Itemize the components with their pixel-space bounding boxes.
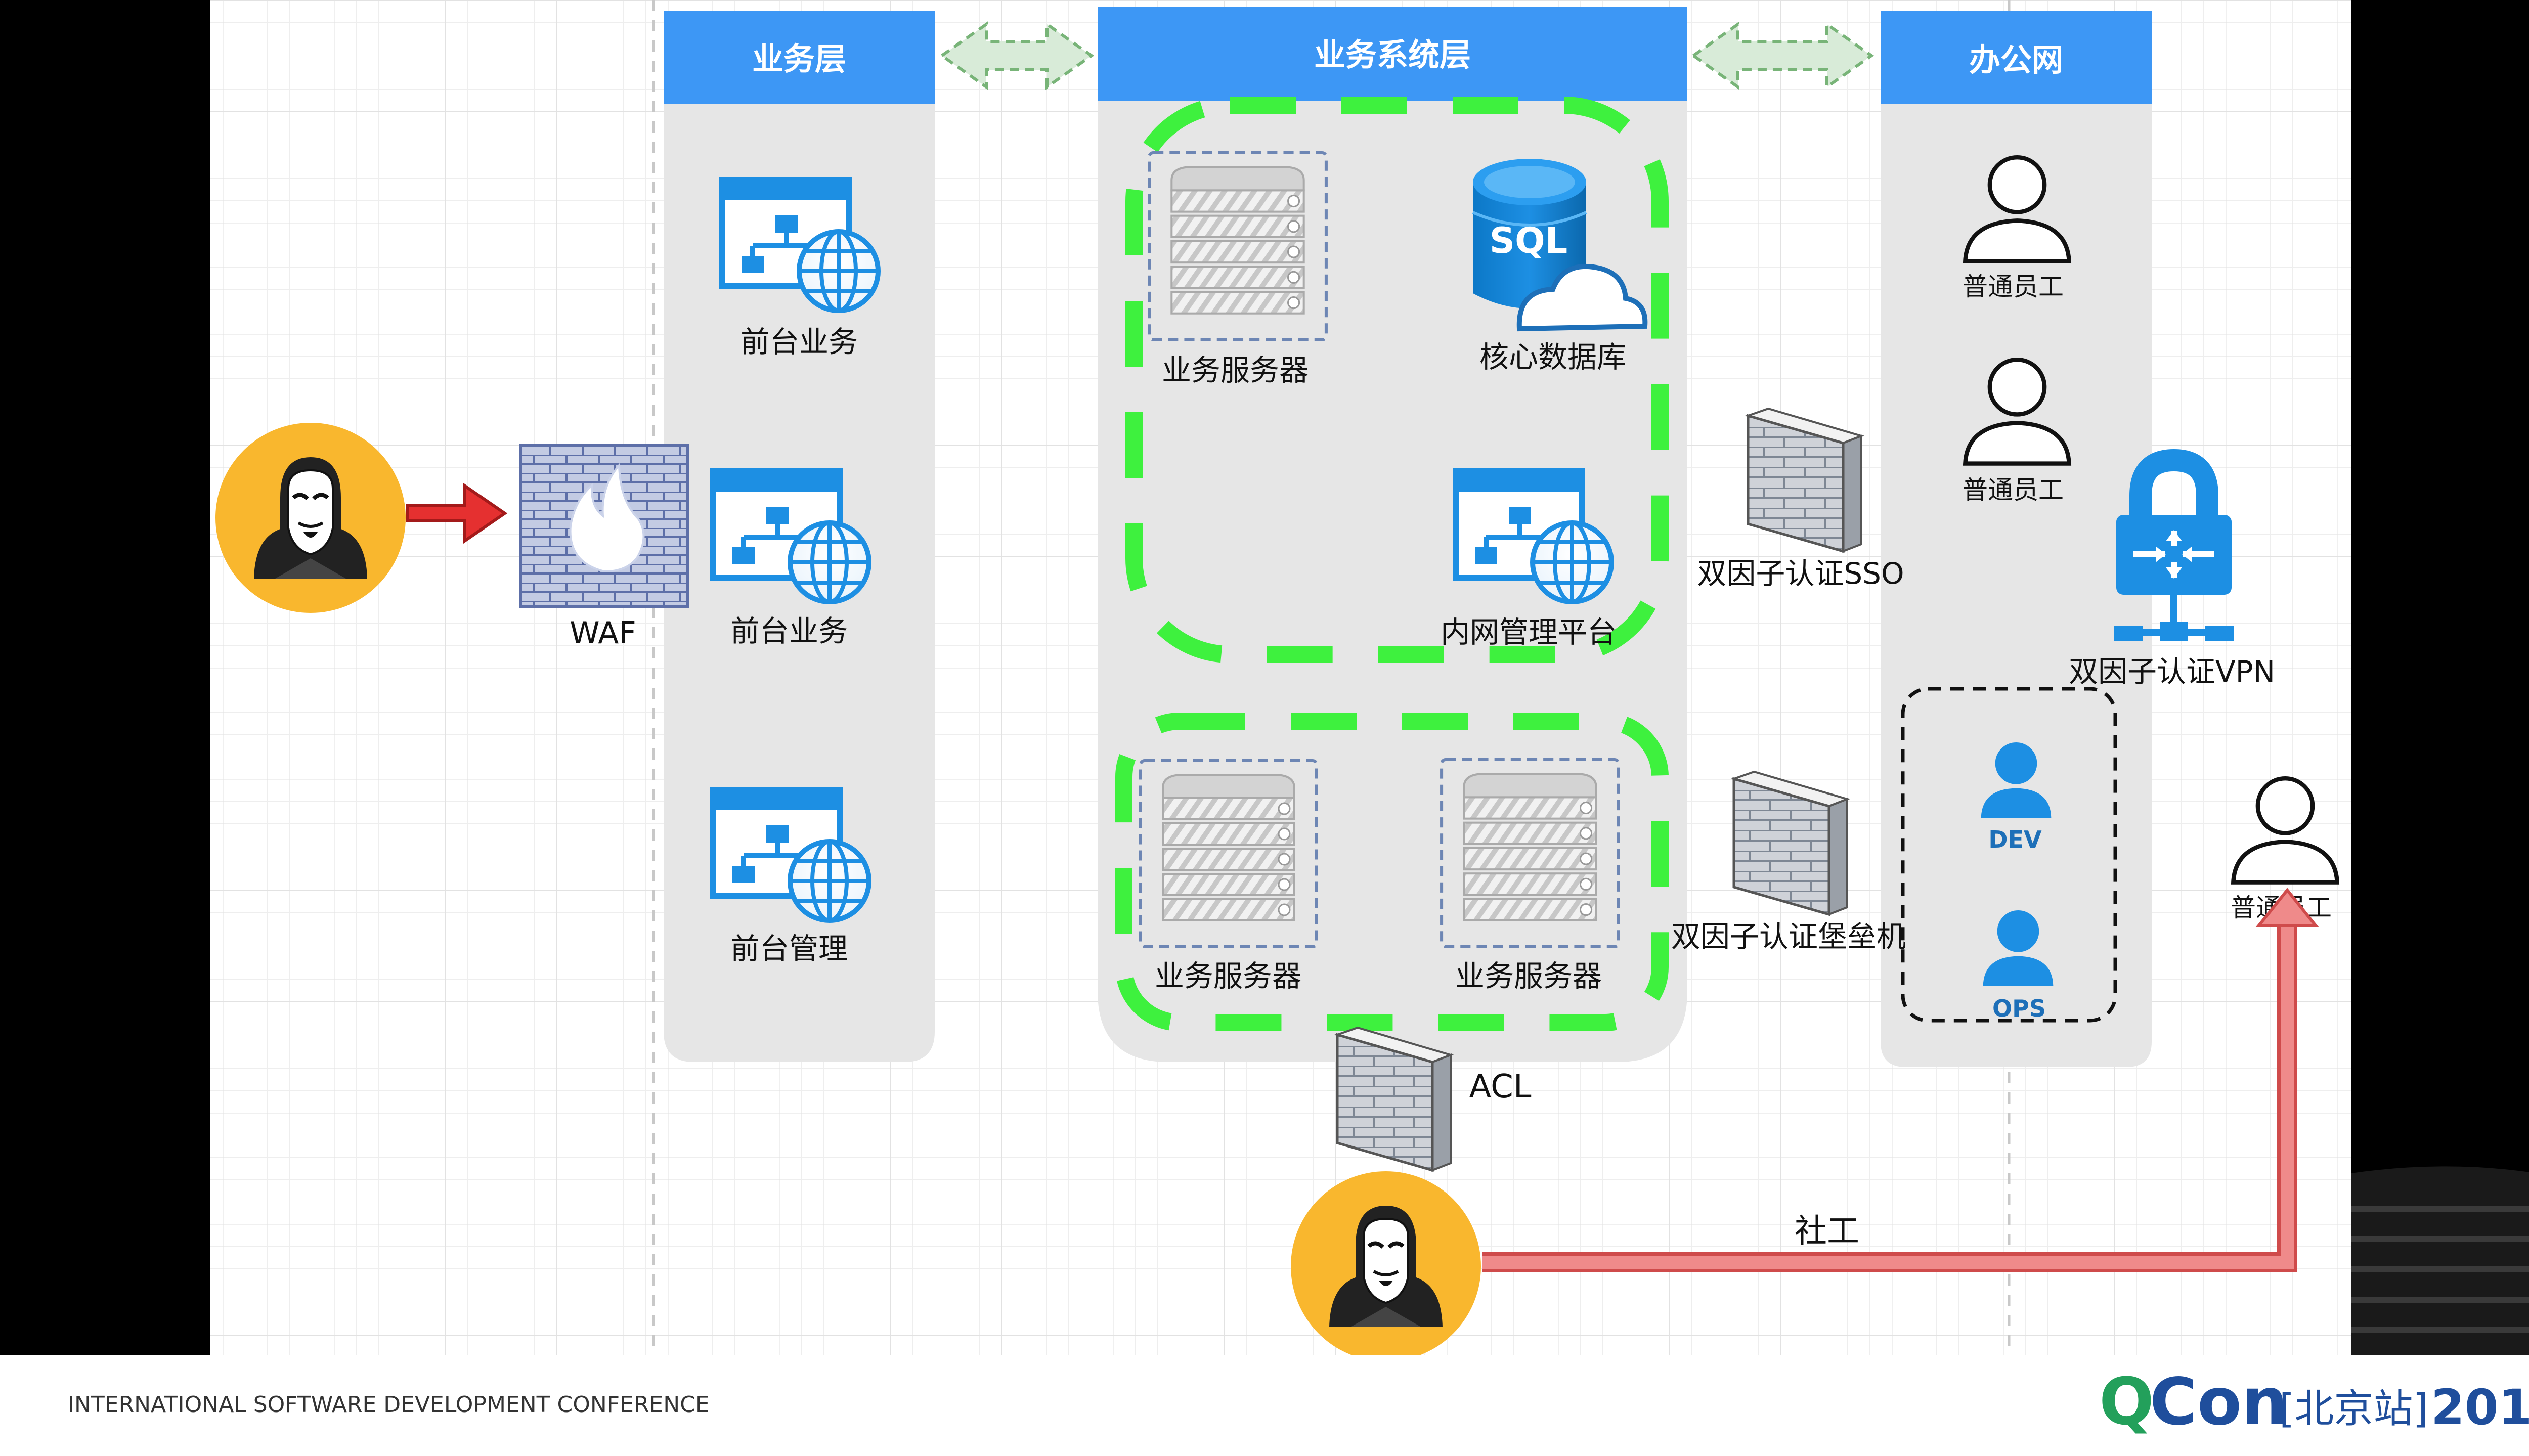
attack-arrow-to-waf (406, 482, 508, 544)
office-network-zone: 办公网 (1881, 11, 2152, 1067)
link-arrow-business-system (939, 21, 1095, 90)
server-group-highlight (1115, 713, 1669, 1031)
dev-label[interactable]: DEV (1988, 826, 2042, 853)
logo-year: 2017 (2431, 1379, 2529, 1436)
left-black-panel (0, 0, 210, 1355)
vpn-label[interactable]: 双因子认证VPN (2069, 654, 2275, 689)
conference-name: INTERNATIONAL SOFTWARE DEVELOPMENT CONFE… (68, 1392, 710, 1418)
server-rack-icon (1442, 760, 1619, 947)
core-systems-highlight (1125, 97, 1669, 663)
server-label-bottom-left[interactable]: 业务服务器 (1155, 959, 1301, 993)
business-layer-header (664, 11, 935, 104)
sso-label[interactable]: 双因子认证SSO (1697, 556, 1904, 591)
system-layer-header (1098, 7, 1687, 101)
sql-badge: SQL (1490, 220, 1568, 261)
server-label-top[interactable]: 业务服务器 (1162, 353, 1309, 387)
firewall-fire-icon (519, 444, 689, 608)
logo-q: Q (2099, 1364, 2154, 1440)
firewall-icon (1734, 772, 1847, 914)
logo-city: [北京站] (2279, 1386, 2428, 1432)
dev-ops-group (1901, 687, 2117, 1023)
employee-label-2[interactable]: 普通员工 (1963, 475, 2064, 505)
qcon-logo: Q Con [北京站] 2017 (2099, 1364, 2529, 1440)
frontend-management-label[interactable]: 前台管理 (730, 932, 848, 966)
firewall-icon (1748, 409, 1861, 551)
link-arrow-system-office (1690, 21, 1874, 90)
attacker-icon (215, 423, 406, 613)
business-layer-title: 业务层 (752, 40, 846, 77)
server-rack-icon (1141, 761, 1317, 947)
system-layer-title: 业务系统层 (1314, 36, 1471, 73)
core-database-label[interactable]: 核心数据库 (1479, 340, 1626, 374)
right-black-panel (2351, 0, 2529, 1355)
social-engineering-path (1482, 888, 2319, 1272)
server-label-bottom-right[interactable]: 业务服务器 (1455, 959, 1602, 993)
social-engineering-label: 社工 (1795, 1213, 1859, 1250)
waf-label[interactable]: WAF (570, 615, 636, 651)
footer-bar (0, 1355, 2529, 1456)
server-rack-icon (1149, 153, 1326, 340)
ops-label[interactable]: OPS (1992, 995, 2046, 1022)
office-network-title: 办公网 (1969, 41, 2063, 78)
right-edge-ornament (2351, 1166, 2529, 1355)
acl-label[interactable]: ACL (1469, 1068, 1532, 1106)
system-layer-zone: 业务系统层 (1098, 7, 1687, 1062)
firewall-icon (1337, 1028, 1451, 1170)
attacker-icon (1291, 1171, 1481, 1361)
intranet-platform-label[interactable]: 内网管理平台 (1441, 615, 1617, 649)
logo-con: Con (2150, 1364, 2288, 1440)
employee-label-1[interactable]: 普通员工 (1963, 272, 2064, 301)
frontend-business-label-1[interactable]: 前台业务 (740, 325, 858, 359)
frontend-business-label-2[interactable]: 前台业务 (730, 614, 848, 648)
office-network-header (1881, 11, 2152, 104)
lock-network-icon (2114, 449, 2234, 641)
bastion-label[interactable]: 双因子认证堡垒机 (1671, 919, 1906, 954)
sql-cloud-database-icon (1472, 159, 1648, 332)
